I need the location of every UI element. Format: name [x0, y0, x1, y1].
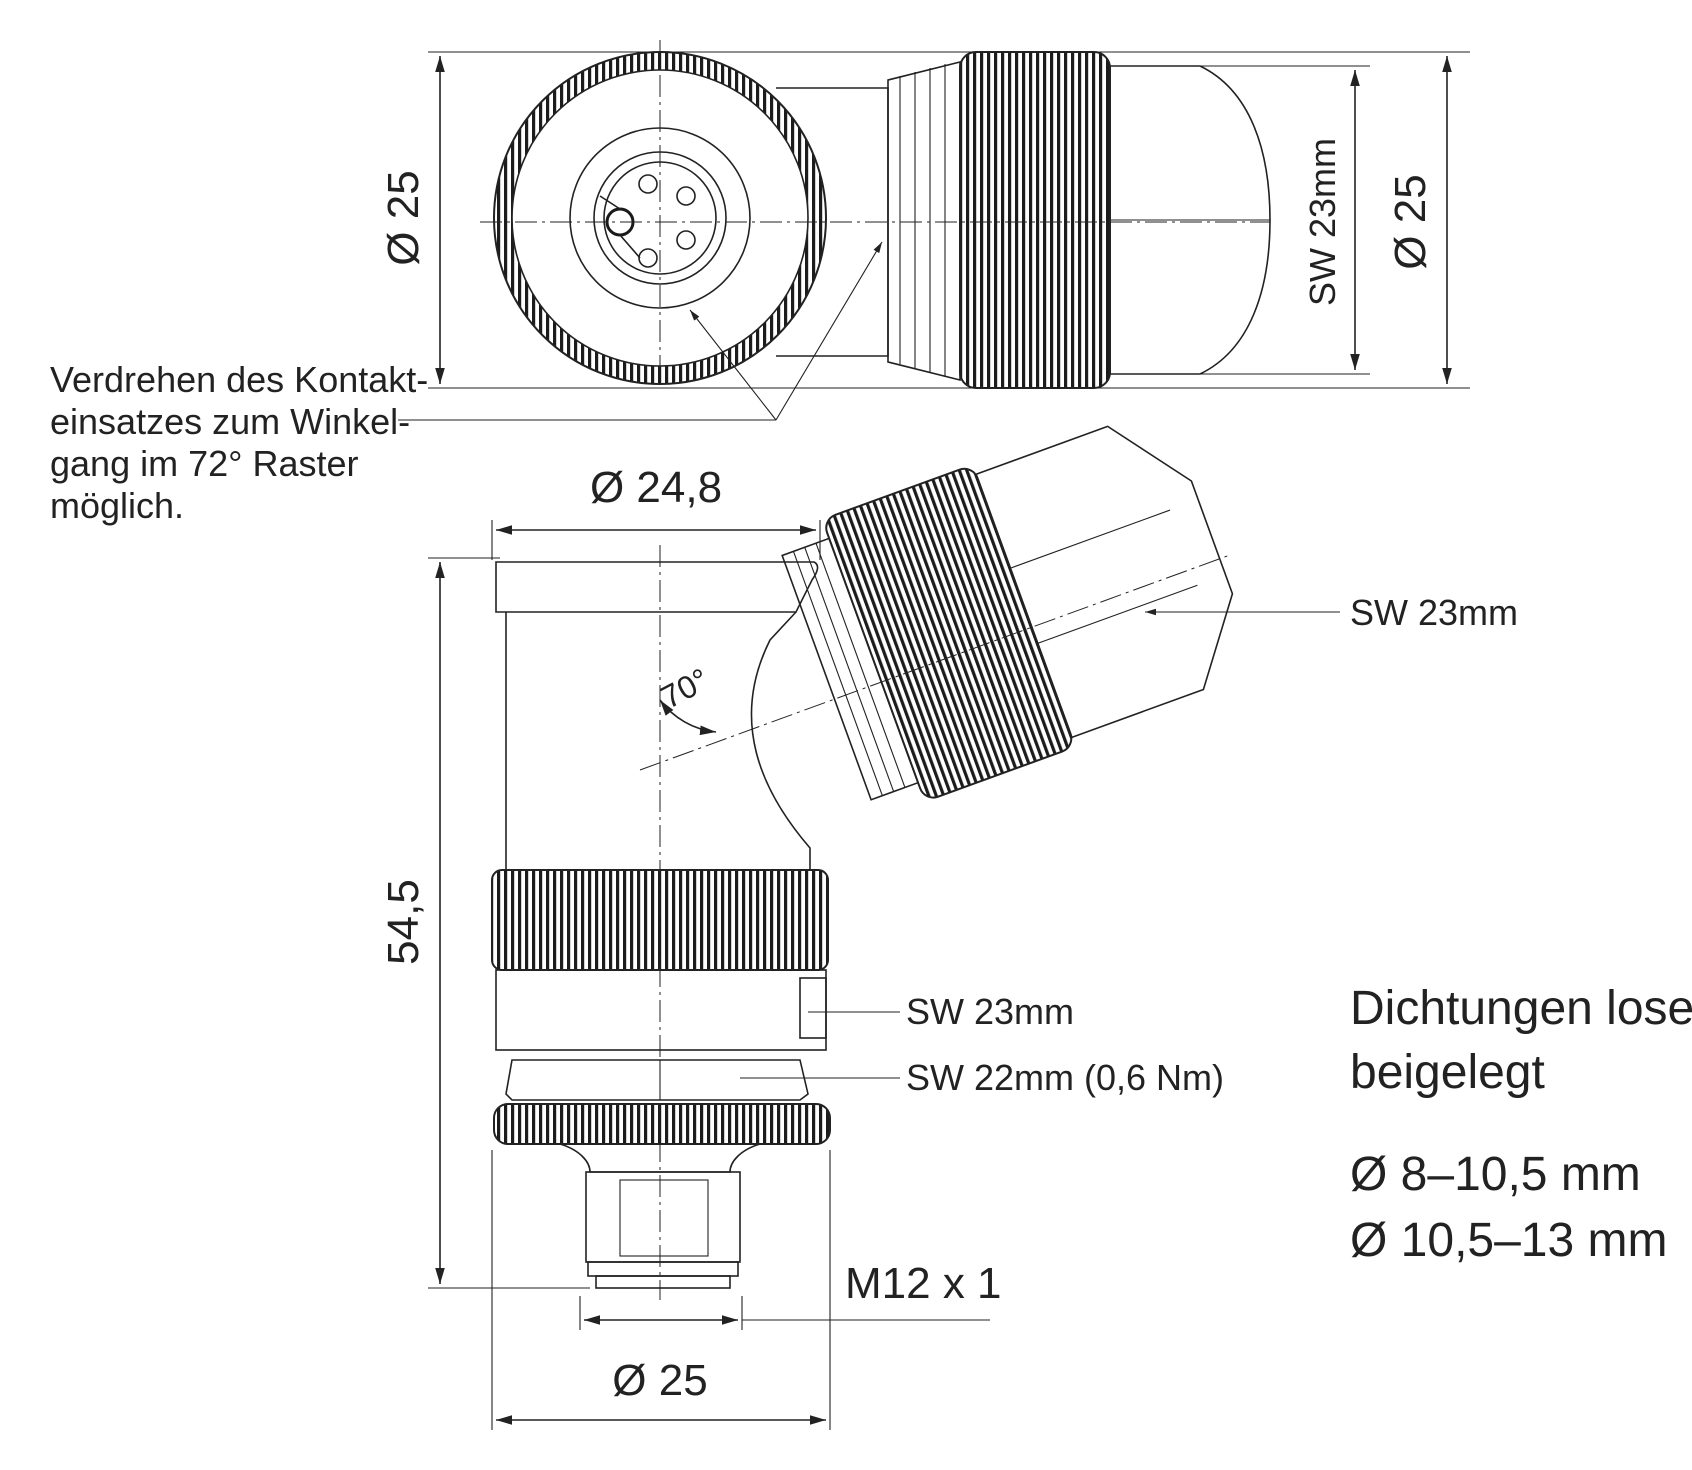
seals-title-2: beigelegt [1350, 1046, 1545, 1099]
note-line-1: Verdrehen des Kontakt- [50, 359, 428, 400]
lower-body [495, 969, 827, 1051]
hex-edge [1010, 509, 1171, 569]
note-line-2: einsatzes zum Winkel- [50, 401, 410, 442]
thread-line [804, 547, 895, 792]
note-leader-arrow [689, 309, 777, 421]
angle-label: 70° [655, 661, 715, 716]
knurled-wheel [493, 1103, 831, 1145]
angle-arc [659, 699, 717, 736]
thread-line [815, 542, 906, 788]
dim-label-height: 54,5 [379, 879, 428, 965]
dim-label-side-bottom: Ø 25 [612, 1356, 707, 1405]
label-sw-angled: SW 23mm [1350, 592, 1518, 633]
angled-outlet [781, 425, 1234, 801]
dim-label-top-left: Ø 25 [379, 170, 428, 265]
seals-range-2: Ø 10,5–13 mm [1350, 1214, 1667, 1267]
knurled-nut-angled [825, 467, 1073, 799]
m12-flat [619, 1179, 709, 1257]
cap [495, 561, 819, 613]
note-line-4: möglich. [50, 485, 184, 526]
hex-nut-outline [505, 1059, 809, 1101]
seals-title-1: Dichtungen lose [1350, 982, 1692, 1035]
gland-hex-angled [975, 425, 1234, 739]
rotation-note: Verdrehen des Kontakt- einsatzes zum Win… [50, 359, 428, 526]
m12-body [585, 1171, 741, 1263]
dim-label-top-right: Ø 25 [1386, 174, 1435, 269]
insert-web [599, 195, 641, 259]
pin [638, 174, 658, 194]
m12-groove [587, 1261, 739, 1277]
hex-edge [1037, 584, 1198, 644]
seals-range-1: Ø 8–10,5 mm [1350, 1148, 1641, 1201]
top-view: Ø 25 SW 23mm Ø 25 [379, 40, 1470, 421]
side-view: Ø 24,8 54,5 70° SW 23mm [379, 425, 1518, 1430]
knurled-ring-lower [491, 869, 829, 971]
note-line-3: gang im 72° Raster [50, 443, 359, 484]
pin [676, 186, 696, 206]
note-leader-arrow [775, 241, 883, 421]
label-sw-body: SW 23mm [906, 991, 1074, 1032]
knurled-nut-top [959, 51, 1111, 389]
seals-note: Dichtungen lose beigelegt Ø 8–10,5 mm Ø … [1350, 982, 1692, 1267]
housing-body [505, 611, 811, 871]
thread-section [887, 60, 961, 382]
lower-body-flat [799, 977, 827, 1039]
dim-label-side-top: Ø 24,8 [590, 463, 722, 512]
label-thread: M12 x 1 [845, 1259, 1002, 1308]
dim-label-top-sw: SW 23mm [1302, 138, 1343, 306]
label-sw-nut: SW 22mm (0,6 Nm) [906, 1057, 1224, 1098]
m12-tip [595, 1275, 731, 1289]
thread-line [792, 551, 883, 796]
pin [676, 230, 696, 250]
